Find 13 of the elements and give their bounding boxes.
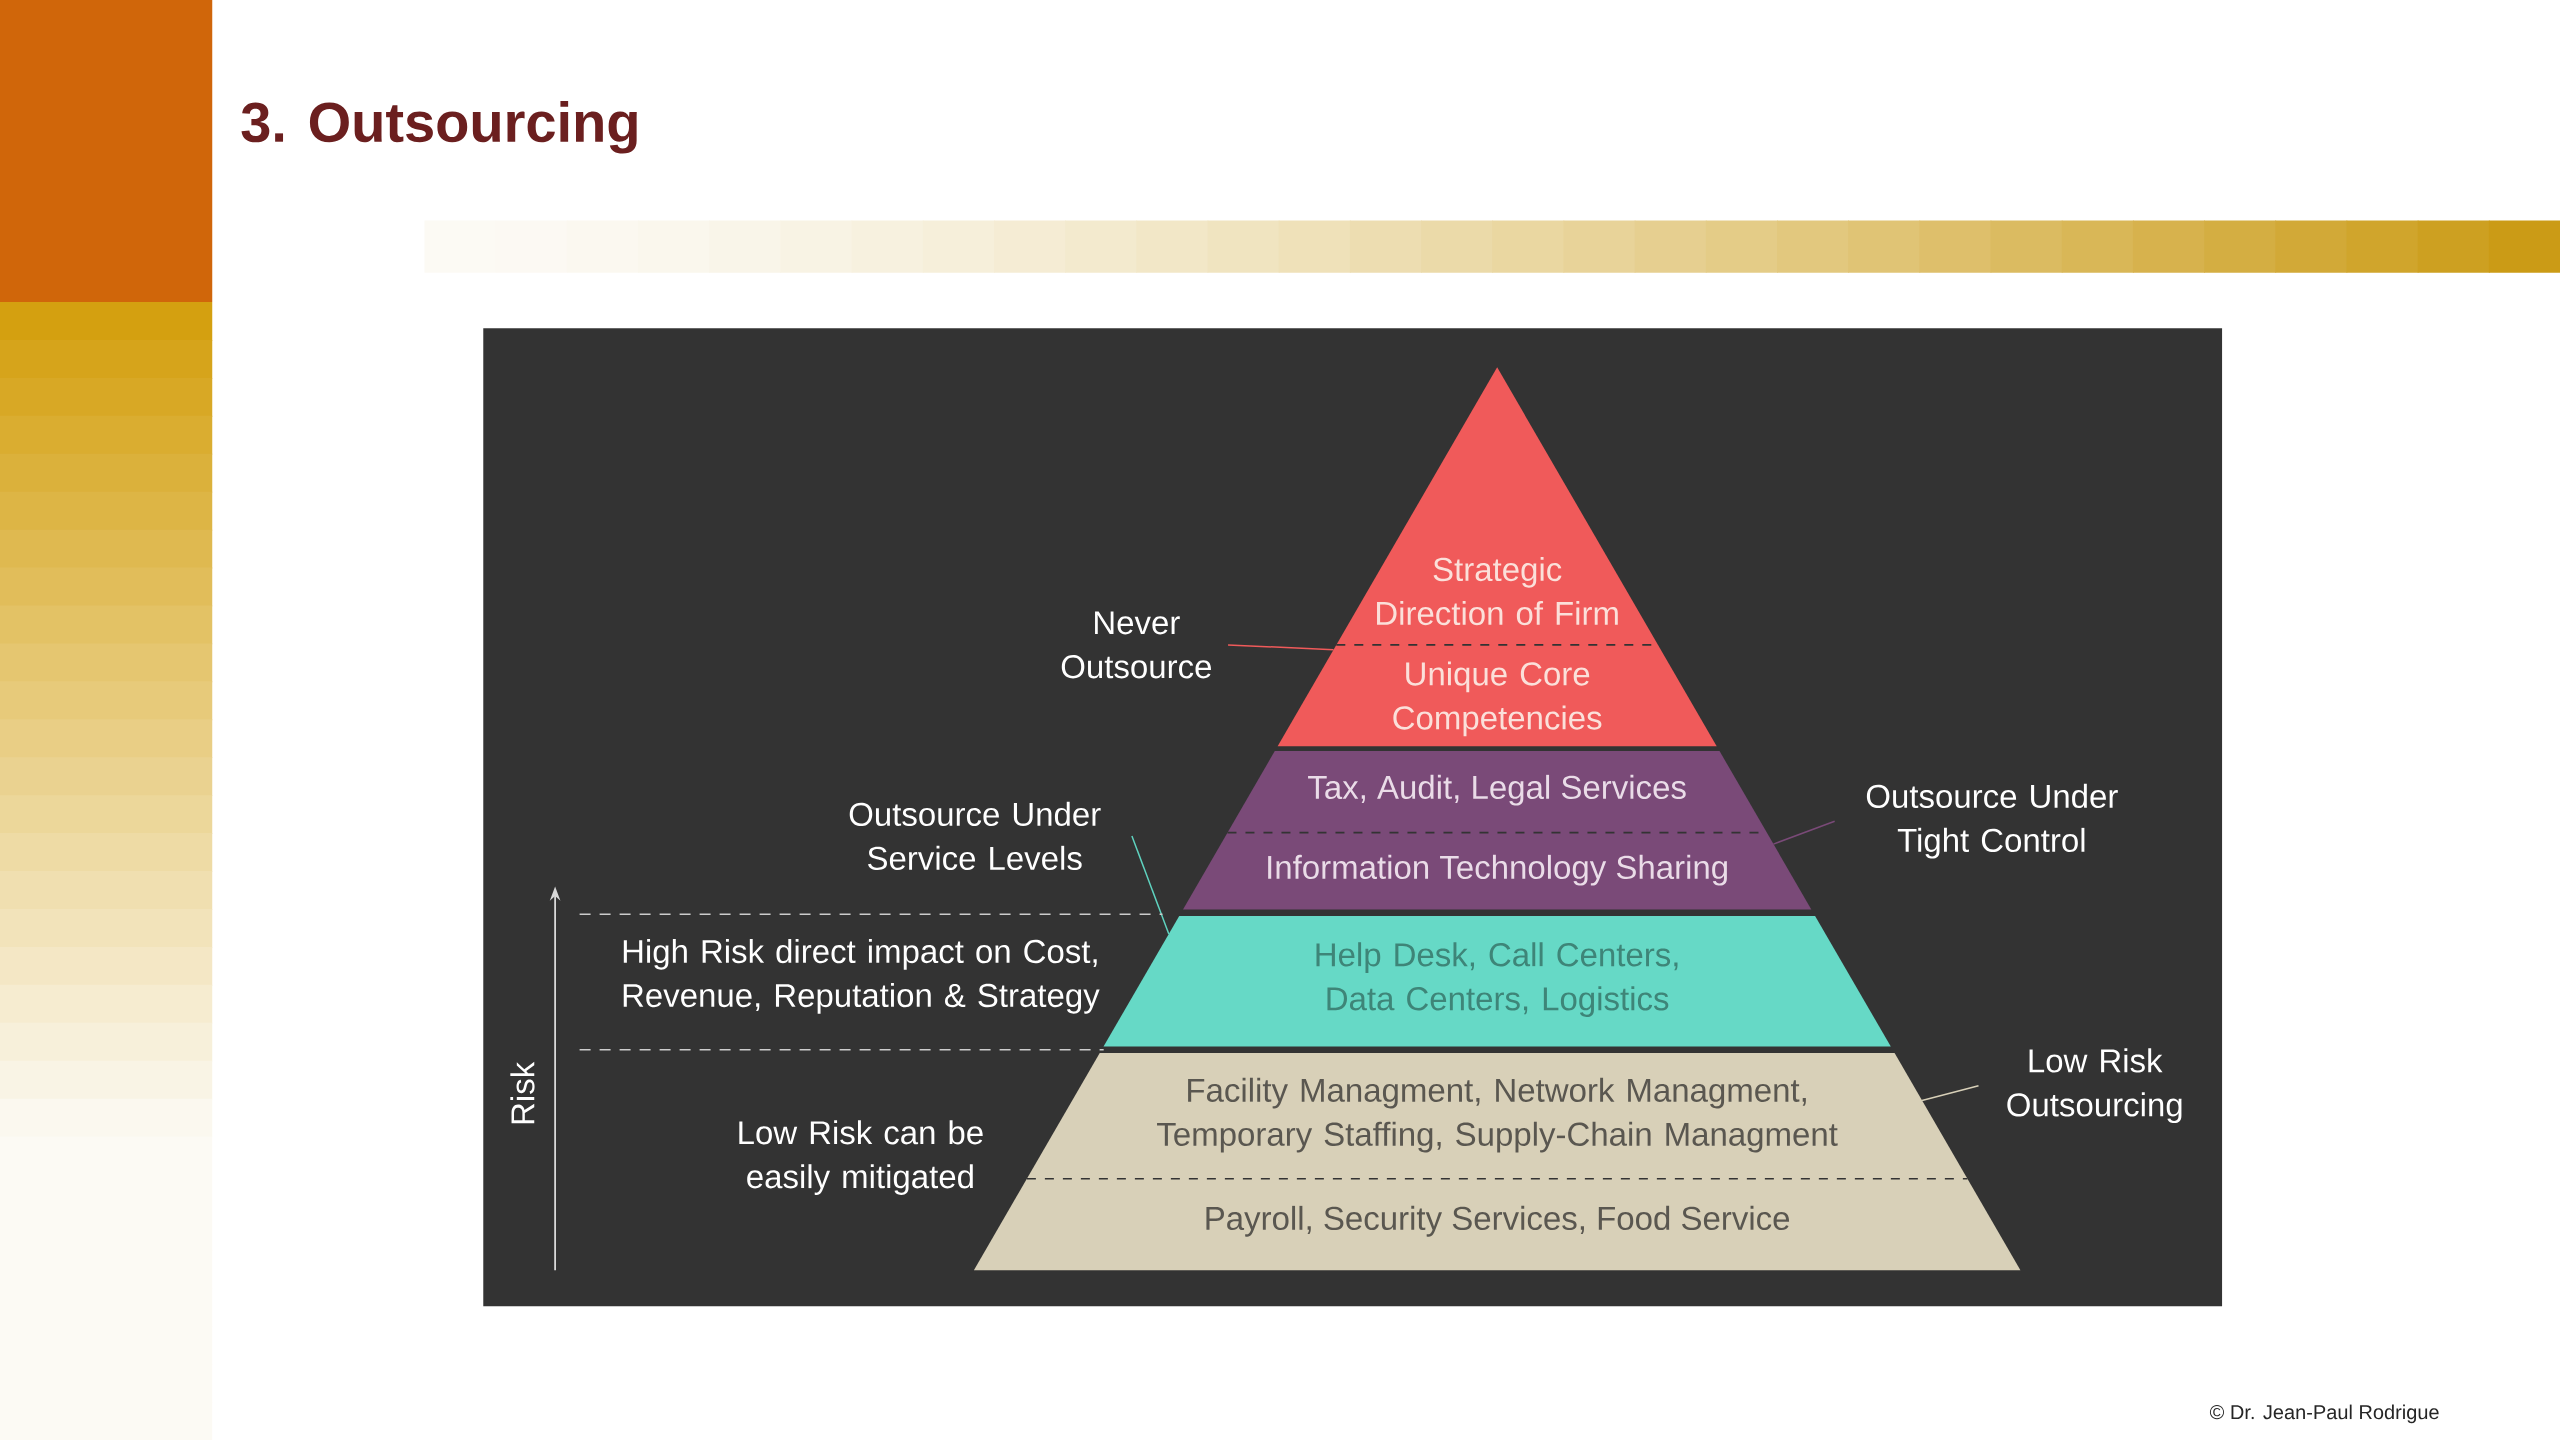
leader-line	[1772, 820, 1836, 845]
leader-line	[1921, 1085, 1980, 1102]
note-text: High Risk direct impact on Cost, Revenue, Reputation & Strategy	[623, 938, 1100, 1014]
leader-line	[1227, 644, 1335, 651]
callout-text: Never Outsource	[1061, 611, 1211, 679]
pyramid-tier: Strategic Direction of Firm Unique Core Competencies	[1277, 367, 1717, 747]
copyright-text: © Dr. Jean-Paul Rodrigue	[2209, 1404, 2439, 1424]
callout-text: Outsource Under Service Levels	[849, 801, 1101, 871]
axis-label: Risk	[510, 1061, 535, 1124]
leader-line	[1131, 835, 1170, 935]
slide-title: 3. Outsourcing	[241, 101, 637, 154]
pyramid-tier: Tax, Audit, Legal Services Information Technology Sharing	[1183, 751, 1812, 910]
callout-text: Outsource Under Tight Control	[1866, 783, 2118, 859]
